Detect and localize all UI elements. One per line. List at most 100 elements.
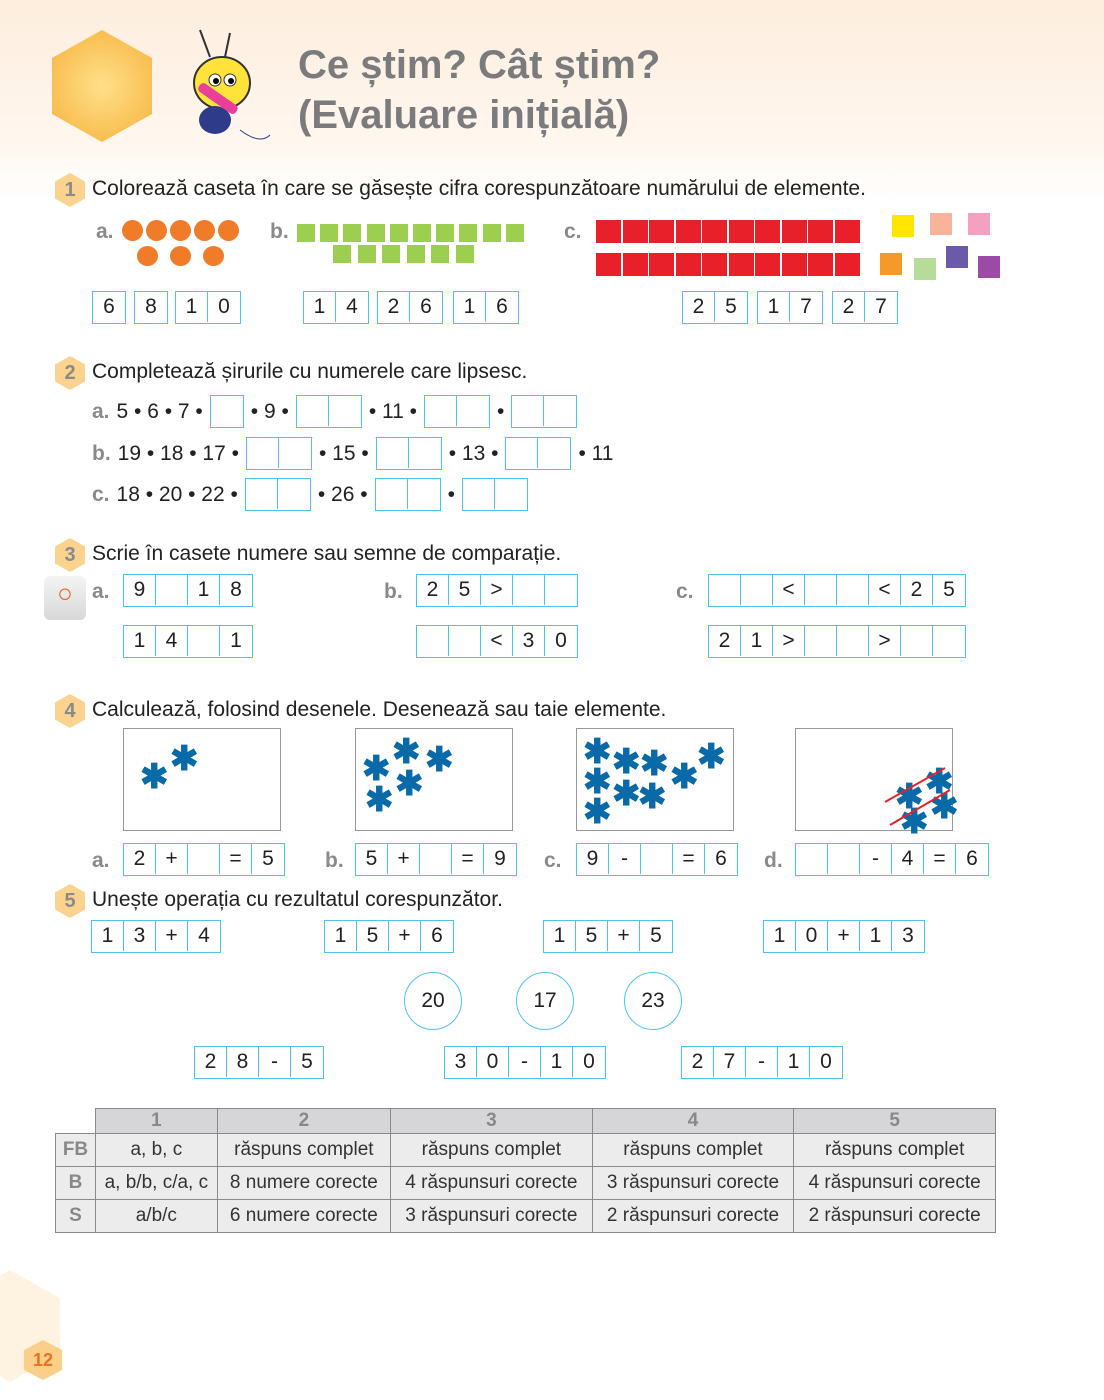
answer-cell[interactable]: 1 <box>188 575 220 605</box>
answer-cell[interactable]: 1 <box>92 921 124 951</box>
answer-cell[interactable]: > <box>869 626 901 656</box>
answer-cell[interactable]: 8 <box>145 295 157 318</box>
answer-cell[interactable]: 2 <box>901 575 933 605</box>
answer-cell[interactable] <box>463 479 495 509</box>
answer-cell[interactable]: 1 <box>541 1047 573 1077</box>
answer-cell[interactable] <box>901 626 933 656</box>
answer-cell[interactable]: 5 <box>262 847 274 870</box>
answer-cell[interactable] <box>805 626 837 656</box>
answer-cell[interactable] <box>495 479 527 509</box>
missing-number-box[interactable] <box>461 478 528 511</box>
answer-cell[interactable] <box>211 396 243 426</box>
answer-cell[interactable]: 3 <box>513 626 545 656</box>
answer-cell[interactable]: 1 <box>325 921 357 951</box>
drawing-box[interactable] <box>123 728 281 831</box>
answer-cell[interactable]: 5 <box>356 844 388 874</box>
answer-cell[interactable]: - <box>860 844 892 874</box>
answer-cell[interactable] <box>246 479 278 509</box>
equation-boxes[interactable]: 2+=5 <box>123 843 285 876</box>
answer-cell[interactable] <box>188 626 220 656</box>
answer-cell[interactable] <box>409 438 441 468</box>
result-circle[interactable]: 17 <box>516 972 574 1030</box>
answer-cell[interactable]: 6 <box>966 847 978 870</box>
result-circle[interactable]: 23 <box>624 972 682 1030</box>
answer-cell[interactable]: + <box>828 921 860 951</box>
equation-boxes[interactable]: 9-=6 <box>576 843 738 876</box>
answer-cell[interactable]: 6 <box>715 847 727 870</box>
answer-cell[interactable]: 8 <box>230 578 242 601</box>
answer-cell[interactable]: + <box>608 921 640 951</box>
answer-cell[interactable] <box>408 479 440 509</box>
answer-cell[interactable] <box>805 575 837 605</box>
missing-number-box[interactable] <box>505 437 572 470</box>
answer-cell[interactable] <box>377 438 409 468</box>
answer-cell[interactable] <box>641 844 673 874</box>
answer-cell[interactable]: 9 <box>124 575 156 605</box>
answer-cell[interactable] <box>538 438 570 468</box>
answer-cell[interactable] <box>837 575 869 605</box>
answer-cell[interactable]: 0 <box>820 1050 832 1073</box>
answer-cell[interactable]: 4 <box>346 295 358 318</box>
answer-cell[interactable] <box>420 844 452 874</box>
answer-cell[interactable]: 5 <box>650 924 662 947</box>
missing-number-box[interactable] <box>374 478 441 511</box>
missing-number-box[interactable] <box>424 395 491 428</box>
answer-cell[interactable]: 2 <box>709 626 741 656</box>
answer-cell[interactable] <box>156 575 188 605</box>
answer-cell[interactable] <box>545 575 577 605</box>
answer-box[interactable]: 8 <box>134 291 168 324</box>
answer-cell[interactable]: = <box>220 844 252 874</box>
answer-cell[interactable]: 1 <box>454 292 486 322</box>
answer-cell[interactable]: 1 <box>544 921 576 951</box>
drawing-box[interactable] <box>795 728 953 831</box>
answer-cell[interactable] <box>297 396 329 426</box>
answer-cell[interactable]: 2 <box>124 844 156 874</box>
equation-boxes[interactable]: 5+=9 <box>355 843 517 876</box>
result-circle[interactable]: 20 <box>404 972 462 1030</box>
answer-cell[interactable]: 3 <box>445 1047 477 1077</box>
missing-number-box[interactable] <box>375 437 442 470</box>
answer-cell[interactable] <box>247 438 279 468</box>
answer-cell[interactable]: 6 <box>420 295 432 318</box>
answer-cell[interactable]: 2 <box>378 292 410 322</box>
answer-cell[interactable]: 5 <box>943 578 955 601</box>
answer-cell[interactable]: 5 <box>725 295 737 318</box>
answer-cell[interactable]: 3 <box>902 924 914 947</box>
drawing-box[interactable] <box>576 728 734 831</box>
answer-cell[interactable] <box>741 575 773 605</box>
answer-cell[interactable] <box>278 479 310 509</box>
answer-cell[interactable] <box>188 844 220 874</box>
answer-cell[interactable]: 8 <box>227 1047 259 1077</box>
answer-cell[interactable]: 4 <box>156 626 188 656</box>
answer-cell[interactable]: 6 <box>496 295 508 318</box>
answer-cell[interactable] <box>544 396 576 426</box>
answer-cell[interactable] <box>417 626 449 656</box>
answer-cell[interactable]: 1 <box>778 1047 810 1077</box>
answer-cell[interactable]: 7 <box>714 1047 746 1077</box>
answer-cell[interactable]: 7 <box>800 295 812 318</box>
answer-cell[interactable]: 0 <box>583 1050 595 1073</box>
answer-cell[interactable] <box>506 438 539 468</box>
answer-cell[interactable] <box>796 844 828 874</box>
missing-number-box[interactable] <box>511 395 578 428</box>
answer-cell[interactable]: 0 <box>218 295 230 318</box>
answer-cell[interactable]: 6 <box>431 924 443 947</box>
answer-cell[interactable] <box>837 626 869 656</box>
answer-cell[interactable] <box>425 396 458 426</box>
missing-number-box[interactable] <box>245 437 312 470</box>
answer-cell[interactable]: 1 <box>124 626 156 656</box>
